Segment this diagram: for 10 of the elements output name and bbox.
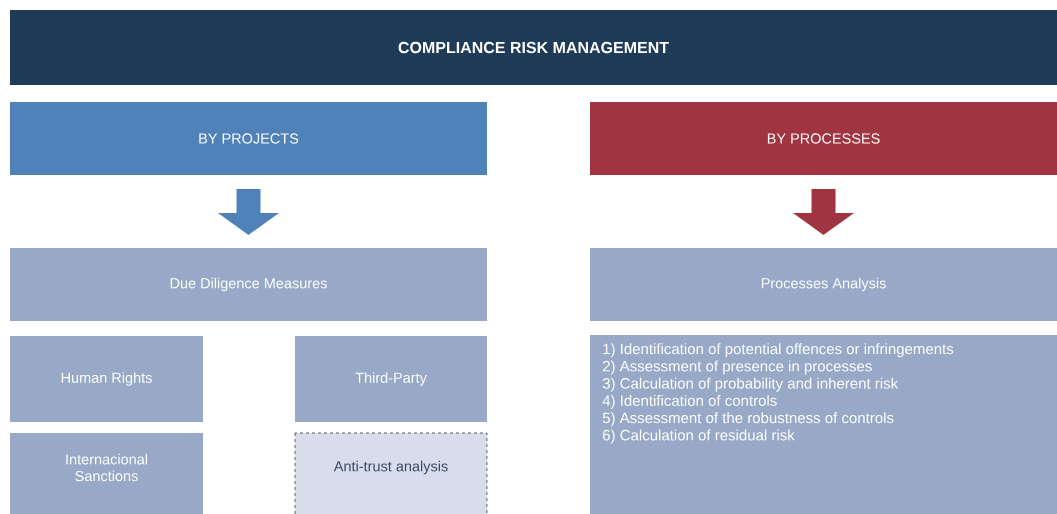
steps-list-box: 1) Identification of potential offences or infringements 2) Assessment of presence in processes 3) Calculation of probability and inherent risk 4) Identification of controls 5) Assessment of the robustness of controls 6) Calculation of residual risk (590, 335, 1057, 514)
category-box: Internacional Sanctions (10, 433, 203, 514)
title-bar: COMPLIANCE RISK MANAGEMENT (10, 10, 1057, 85)
header-box: BY PROJECTS (10, 102, 487, 175)
header-box: BY PROCESSES (590, 102, 1057, 175)
process-box: Processes Analysis (590, 248, 1057, 321)
category-box: Third-Party (295, 336, 487, 422)
category-box: Human Rights (10, 336, 203, 422)
category-box: Anti-trust analysis (294, 432, 488, 514)
process-box: Due Diligence Measures (10, 248, 487, 321)
